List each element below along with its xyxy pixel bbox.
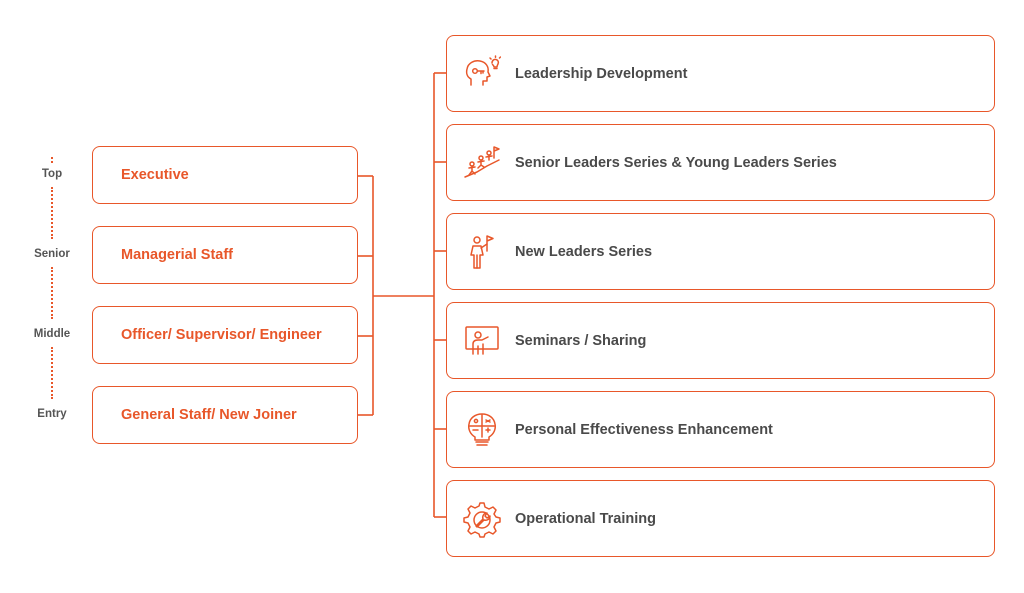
program-label: Leadership Development [515,65,688,82]
head-with-key-lightbulb-icon [463,54,501,93]
program-box-leadership-development: Leadership Development [446,35,995,112]
program-label: Personal Effectiveness Enhancement [515,421,773,438]
lightbulb-with-symbols-icon [463,411,501,449]
program-box-senior-young-leaders-series: Senior Leaders Series & Young Leaders Se… [446,124,995,201]
climbing-team-flag-icon [463,144,501,182]
level-label-top: Top [41,168,63,180]
person-holding-flag-icon [463,233,501,271]
level-dotted-line [51,267,53,319]
program-box-personal-effectiveness-enhancement: Personal Effectiveness Enhancement [446,391,995,468]
role-label: Executive [121,167,189,183]
presenter-at-board-icon [463,322,501,360]
level-label-senior: Senior [34,248,70,260]
level-label-middle: Middle [33,328,71,340]
program-box-operational-training: Operational Training [446,480,995,557]
program-label: Seminars / Sharing [515,332,647,349]
program-box-seminars-sharing: Seminars / Sharing [446,302,995,379]
role-box-executive: Executive [92,146,358,204]
role-label: Officer/ Supervisor/ Engineer [121,327,322,343]
program-label: New Leaders Series [515,243,653,260]
role-box-officer-supervisor-engineer: Officer/ Supervisor/ Engineer [92,306,358,364]
role-label: Managerial Staff [121,247,233,263]
level-dotted-line [51,347,53,399]
level-dotted-line [51,157,53,163]
program-box-new-leaders-series: New Leaders Series [446,213,995,290]
gear-with-wrench-icon [463,500,501,538]
role-label: General Staff/ New Joiner [121,407,297,423]
role-box-general-staff-new-joiner: General Staff/ New Joiner [92,386,358,444]
program-label: Operational Training [515,510,656,527]
level-label-entry: Entry [37,408,67,420]
role-box-managerial-staff: Managerial Staff [92,226,358,284]
program-label: Senior Leaders Series & Young Leaders Se… [515,154,837,171]
level-dotted-line [51,187,53,239]
